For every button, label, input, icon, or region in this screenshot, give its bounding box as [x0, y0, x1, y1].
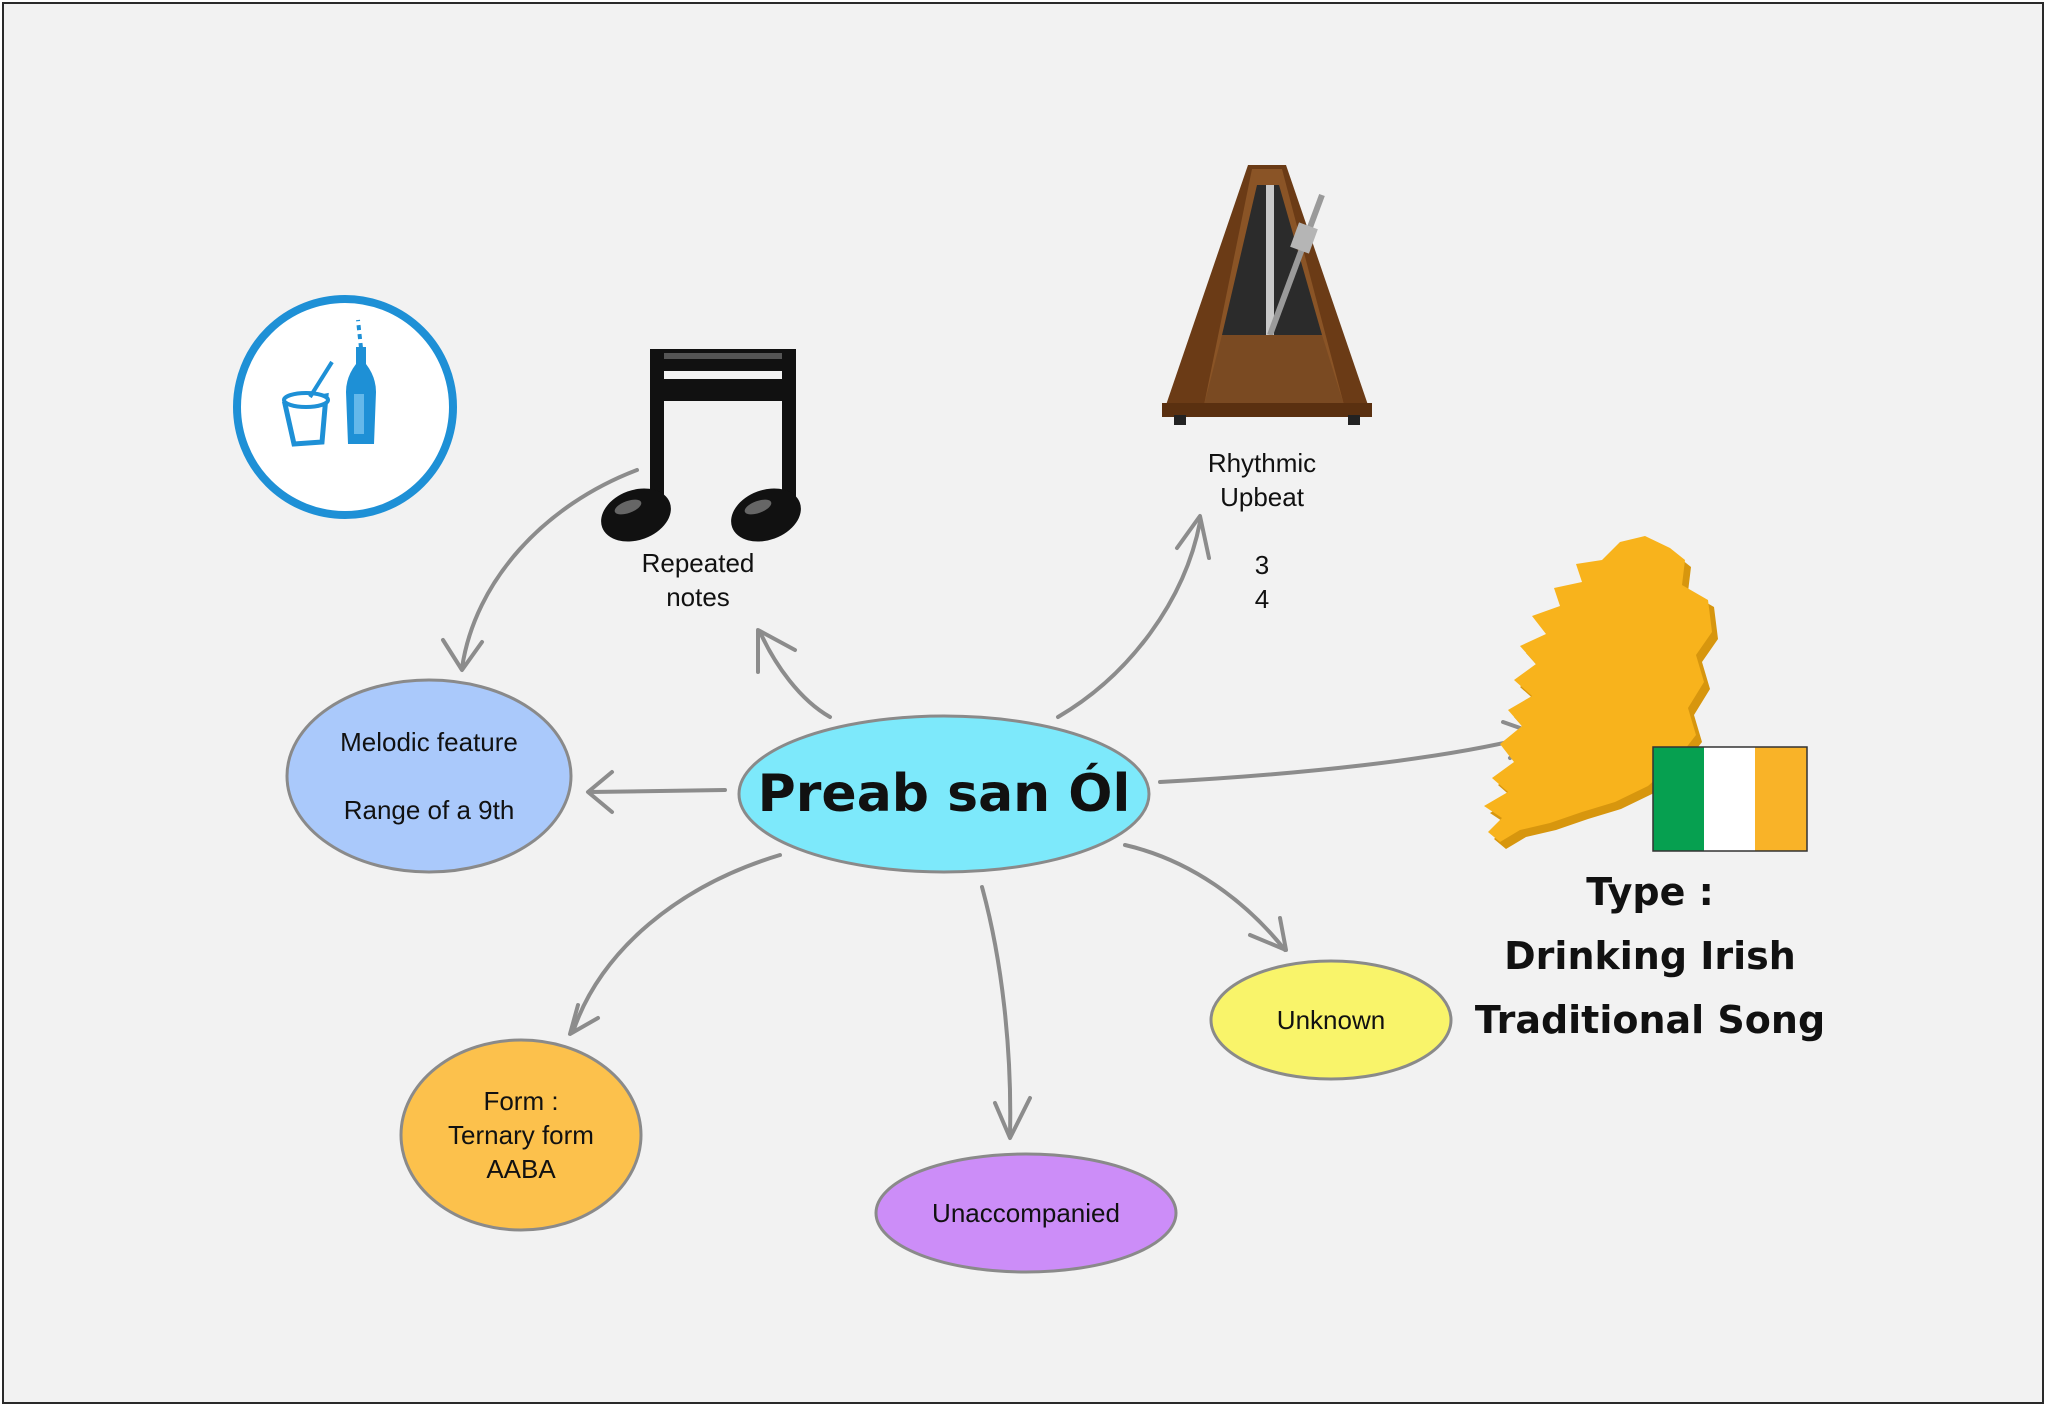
form-node-shape — [399, 1038, 643, 1232]
repeated-notes-line1: Repeated — [641, 548, 755, 578]
melodic-line2: Range of a 9th — [343, 795, 515, 825]
beamed-notes-icon — [601, 349, 801, 542]
type-label: Type : Drinking Irish Traditional Song — [1440, 860, 1860, 1052]
arrow-notes-to-melodic — [460, 468, 639, 670]
arrow-to-ireland — [1158, 733, 1539, 784]
rhythm-line1: Rhythmic — [1207, 448, 1317, 478]
arrowhead-unaccompanied — [993, 1096, 1032, 1140]
melodic-node-shape — [285, 678, 573, 874]
type-line1: Type : — [1586, 870, 1714, 914]
arrow-to-unaccompanied — [980, 885, 1013, 1137]
irish-flag-icon — [1652, 746, 1808, 852]
central-title: Preab san Ól — [757, 764, 1131, 824]
melodic-line1: Melodic feature — [340, 727, 518, 757]
arrowhead-notes — [756, 628, 797, 674]
form-node[interactable]: Form : Ternary form AABA — [401, 1040, 641, 1230]
central-node[interactable]: Preab san Ól — [739, 716, 1149, 872]
arrowhead-notes-to-melodic — [441, 638, 484, 672]
time-signature-top: 3 — [1254, 550, 1270, 580]
rhythm-label: Rhythmic Upbeat 3 4 — [1162, 446, 1362, 616]
arrowhead-form — [568, 1003, 600, 1036]
arrow-to-notes — [758, 630, 832, 719]
form-line2: Ternary form — [448, 1120, 594, 1150]
arrowhead-unknown — [1248, 916, 1288, 952]
arrowhead-rhythm — [1175, 514, 1211, 560]
unaccompanied-node-shape — [874, 1152, 1178, 1274]
melodic-node[interactable]: Melodic feature Range of a 9th — [287, 680, 571, 872]
form-line3: AABA — [486, 1154, 556, 1184]
unknown-node-shape — [1209, 959, 1453, 1081]
arrow-to-unknown — [1123, 843, 1287, 952]
metronome-icon — [1162, 165, 1372, 425]
repeated-notes-line2: notes — [666, 582, 730, 612]
arrow-to-form — [571, 853, 782, 1034]
unaccompanied-label: Unaccompanied — [932, 1198, 1120, 1228]
form-line1: Form : — [483, 1086, 559, 1116]
repeated-notes-label: Repeated notes — [598, 546, 798, 614]
type-line2: Drinking Irish — [1504, 934, 1796, 978]
unknown-label: Unknown — [1276, 1005, 1386, 1035]
arrow-to-rhythm — [1056, 520, 1202, 719]
unaccompanied-node[interactable]: Unaccompanied — [876, 1154, 1176, 1272]
arrowhead-melodic — [586, 770, 614, 814]
central-node-shape — [737, 714, 1151, 874]
unknown-node[interactable]: Unknown — [1211, 961, 1451, 1079]
rhythm-line2: Upbeat — [1220, 482, 1304, 512]
time-signature-bottom: 4 — [1254, 584, 1270, 614]
arrow-to-melodic — [588, 788, 727, 794]
drinks-icon — [233, 295, 457, 519]
type-line3: Traditional Song — [1474, 998, 1826, 1042]
